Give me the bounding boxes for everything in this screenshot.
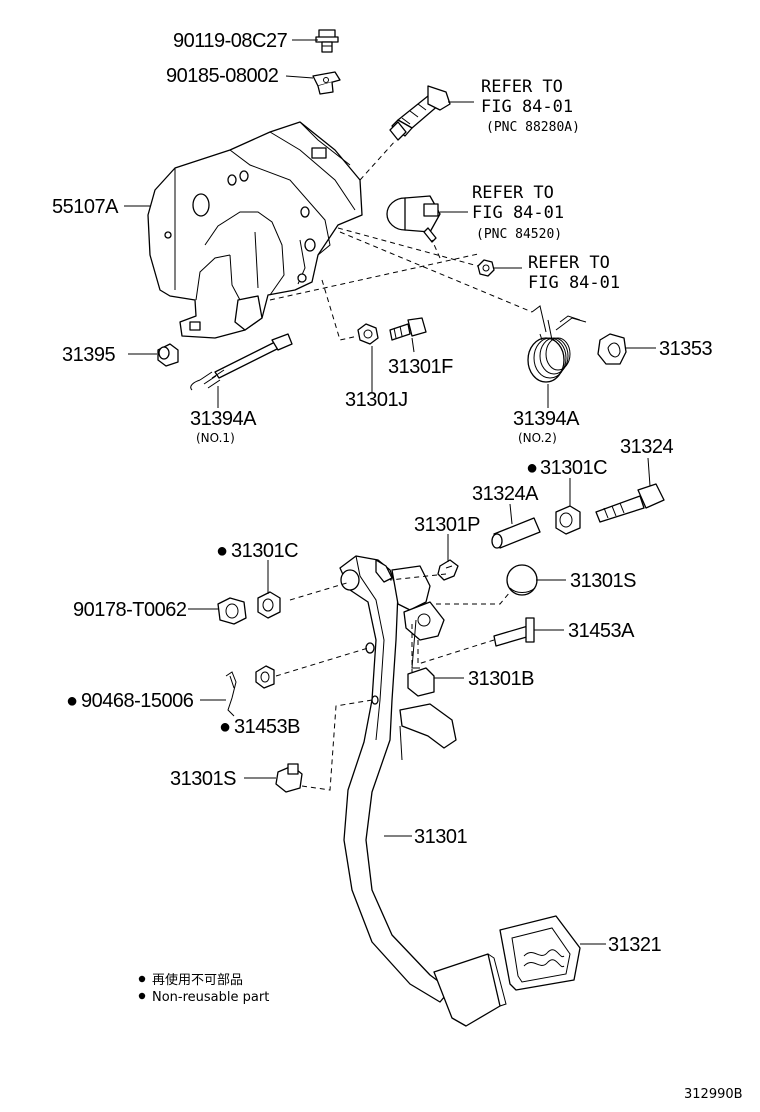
leader-lines [124, 39, 656, 945]
ref2-line1: REFER TO [472, 183, 554, 203]
label-31394a-no2: 31394A [513, 408, 580, 430]
label-31301c-left: 31301C [231, 540, 298, 562]
ref2-line2: FIG 84-01 [472, 203, 564, 223]
label-31394a-no2-sub: (NO.2) [518, 431, 557, 445]
bolt-90119-icon [315, 29, 339, 53]
clip-31353-icon [597, 333, 627, 365]
return-spring-rod-31394a-no1-icon [190, 333, 293, 391]
pedal-sensor-icon [386, 195, 441, 243]
label-31394a-no1-sub: (NO.1) [196, 431, 235, 445]
bushing-31301c-top-icon [555, 505, 581, 535]
part-labels: 90119-08C27 90185-08002 55107A 31395 313… [52, 30, 713, 956]
ref1-pnc: (PNC 88280A) [486, 120, 580, 135]
bushing-90178-icon [217, 597, 247, 625]
marker-31301c-left: ● [216, 540, 228, 562]
label-31395: 31395 [62, 344, 115, 366]
ref3-line1: REFER TO [528, 253, 610, 273]
label-31324a: 31324A [472, 483, 539, 505]
marker-31301c-top: ● [526, 457, 538, 479]
label-31453a: 31453A [568, 620, 635, 642]
label-31321: 31321 [608, 934, 661, 956]
ref1-line2: FIG 84-01 [481, 97, 573, 117]
nut-31301j-icon [357, 323, 379, 345]
label-31453b: 31453B [234, 716, 300, 738]
ref3-line2: FIG 84-01 [528, 273, 620, 293]
nut-fig-84-01-icon [477, 259, 495, 277]
ref1-line1: REFER TO [481, 77, 563, 97]
clip-90468-icon [225, 671, 237, 717]
legend: 再使用不可部品 Non-reusable part [138, 972, 269, 1005]
label-31353: 31353 [659, 338, 712, 360]
pedal-bracket-55107a-icon [147, 121, 363, 339]
label-31301s-left: 31301S [170, 768, 236, 790]
reference-notes: REFER TO FIG 84-01 (PNC 88280A) REFER TO… [472, 77, 620, 293]
clip-31301p-icon [437, 559, 459, 581]
marker-90468: ● [66, 690, 78, 712]
pedal-pad-icon [433, 953, 507, 1027]
bolt-31324-icon [595, 483, 665, 523]
clip-nut-90185-icon [312, 71, 341, 95]
legend-bullet-en [138, 992, 146, 1000]
label-90178-t0062: 90178-T0062 [73, 599, 187, 621]
label-55107a: 55107A [52, 196, 119, 218]
label-31324: 31324 [620, 436, 673, 458]
assembly-dashed-lines [269, 139, 533, 791]
return-spring-31394a-no2-icon [527, 305, 587, 383]
label-31301s-right: 31301S [570, 570, 636, 592]
label-31301j: 31301J [345, 389, 408, 411]
stopper-31301s-left-icon [275, 763, 303, 793]
pedal-pad-31321-icon [499, 915, 581, 991]
stop-lamp-switch-icon [389, 85, 451, 141]
label-90185-08002: 90185-08002 [166, 65, 279, 87]
stopper-31301s-right-icon [506, 564, 538, 596]
collar-31324a-icon [491, 517, 541, 549]
label-31301: 31301 [414, 826, 467, 848]
bushing-31301c-left-icon [257, 591, 281, 619]
label-31301f: 31301F [388, 356, 453, 378]
ref2-pnc: (PNC 84520) [476, 227, 562, 242]
brake-pedal-arm-31301-icon [339, 555, 457, 1003]
marker-31453b: ● [219, 716, 231, 738]
pin-31453a-icon [493, 617, 535, 647]
label-31394a-no1: 31394A [190, 408, 257, 430]
bolt-31301f-icon [389, 317, 427, 341]
illustration-number: 312990B [684, 1087, 743, 1102]
bushing-31395-icon [157, 343, 179, 367]
legend-english: Non-reusable part [152, 990, 269, 1005]
label-31301b: 31301B [468, 668, 534, 690]
legend-japanese: 再使用不可部品 [152, 972, 243, 988]
label-90468-15006: 90468-15006 [81, 690, 194, 712]
label-90119-08c27: 90119-08C27 [173, 30, 288, 52]
label-31301p: 31301P [414, 514, 480, 536]
label-31301c-top: 31301C [540, 457, 607, 479]
bushing-31453b-icon [255, 665, 275, 689]
legend-bullet-ja [138, 975, 146, 983]
cushion-31301b-icon [407, 667, 435, 697]
